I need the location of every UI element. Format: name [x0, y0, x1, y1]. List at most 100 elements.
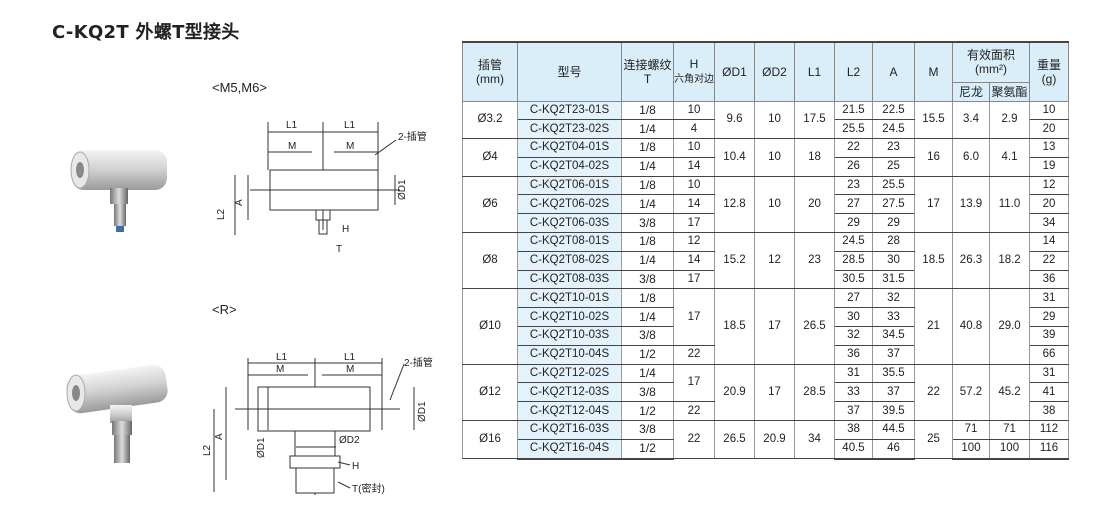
- header-d2: ØD2: [754, 41, 795, 102]
- cell-d2: 10: [754, 138, 795, 177]
- cell-nylon: 3.4: [952, 101, 990, 140]
- cell-m: 22: [914, 364, 953, 422]
- header-h-sub: 六角对边: [674, 73, 714, 85]
- cell-tube: Ø12: [462, 364, 518, 422]
- cell-weight: 20: [1029, 194, 1070, 215]
- cell-tube: Ø16: [462, 420, 518, 460]
- cell-pu: 2.9: [988, 101, 1031, 140]
- m-label: M: [288, 141, 296, 152]
- cell-tube: Ø3.2: [462, 101, 518, 140]
- l1-label: L1: [286, 120, 298, 131]
- header-pu: 聚氨酯: [988, 81, 1031, 102]
- cell-l2: 28.5: [834, 251, 873, 271]
- r-series-label: <R>: [212, 302, 237, 317]
- cell-d1: 12.8: [714, 176, 755, 234]
- header-m: M: [914, 41, 953, 102]
- cell-l1: 20: [794, 176, 835, 234]
- cell-l2: 25.5: [834, 119, 873, 140]
- cell-weight: 38: [1029, 401, 1070, 422]
- cell-a: 22.5: [872, 101, 915, 121]
- cell-d2: 12: [754, 232, 795, 290]
- d1-label: ØD1: [256, 437, 267, 458]
- l1-label: L1: [276, 352, 288, 363]
- cell-weight: 14: [1029, 232, 1070, 252]
- cell-l2: 40.5: [834, 439, 873, 460]
- cell-m: 21: [914, 288, 953, 365]
- cell-a: 34.5: [872, 326, 915, 346]
- header-area-label: 有效面积: [967, 48, 1016, 63]
- product-photo-m: [70, 150, 167, 232]
- cell-thread: 3/8: [621, 213, 674, 234]
- cell-d2: 10: [754, 101, 795, 140]
- cell-thread: 1/4: [621, 119, 674, 140]
- d1-label: ØD1: [417, 401, 428, 422]
- header-weight-unit: (g): [1041, 71, 1057, 86]
- a-label: A: [234, 199, 245, 206]
- cell-l2: 30.5: [834, 270, 873, 290]
- cell-weight: 66: [1029, 345, 1070, 365]
- cell-thread: 1/4: [621, 307, 674, 328]
- cell-a: 44.5: [872, 420, 915, 440]
- m-label: M: [346, 364, 354, 375]
- cell-pu: 4.1: [988, 138, 1031, 177]
- cell-nylon: 6.0: [952, 138, 990, 177]
- d2-label: ØD2: [339, 435, 360, 446]
- m-series-label: <M5,M6>: [212, 80, 267, 95]
- cell-l2: 21.5: [834, 101, 873, 121]
- cell-l2: 27: [834, 288, 873, 309]
- cell-nylon: 100: [952, 439, 990, 460]
- header-model: 型号: [517, 41, 622, 102]
- cell-a: 35.5: [872, 364, 915, 384]
- cell-h: 14: [673, 157, 715, 177]
- cell-model: C-KQ2T10-03S: [517, 326, 622, 346]
- cell-a: 29: [872, 213, 915, 234]
- cell-weight: 34: [1029, 213, 1070, 234]
- l1-label: L1: [344, 352, 356, 363]
- cell-l2: 24.5: [834, 232, 873, 252]
- a-label: A: [214, 433, 225, 440]
- cell-m: 17: [914, 176, 953, 234]
- cell-pu: 11.0: [988, 176, 1031, 234]
- header-area: 有效面积(mm²): [951, 41, 1031, 83]
- cell-m: 25: [914, 420, 953, 460]
- cell-l2: 27: [834, 194, 873, 215]
- cell-weight: 112: [1029, 420, 1070, 440]
- cell-a: 25.5: [872, 176, 915, 196]
- header-l1: L1: [794, 41, 835, 102]
- cell-d2: 20.9: [754, 420, 795, 460]
- cell-weight: 22: [1029, 251, 1070, 271]
- cell-a: 30: [872, 251, 915, 271]
- cell-tube: Ø10: [462, 288, 518, 365]
- cell-pu: 71: [988, 420, 1031, 440]
- cell-tube: Ø4: [462, 138, 518, 177]
- cell-weight: 116: [1029, 439, 1070, 460]
- cell-a: 27.5: [872, 194, 915, 215]
- header-l2: L2: [834, 41, 873, 102]
- cell-model: C-KQ2T08-03S: [517, 270, 622, 290]
- cell-a: 39.5: [872, 401, 915, 422]
- cell-nylon: 13.9: [952, 176, 990, 234]
- header-tube-label: 插管: [477, 57, 502, 72]
- cell-h: 4: [673, 119, 715, 140]
- cell-h: 17: [673, 270, 715, 290]
- cell-thread: 1/2: [621, 439, 674, 460]
- cell-weight: 39: [1029, 326, 1070, 346]
- cell-d1: 20.9: [714, 364, 755, 422]
- cell-h: 14: [673, 194, 715, 215]
- cell-h: 17: [673, 213, 715, 234]
- cell-h: 10: [673, 138, 715, 158]
- cell-thread: 1/4: [621, 194, 674, 215]
- cell-d1: 10.4: [714, 138, 755, 177]
- cell-model: C-KQ2T08-01S: [517, 232, 622, 252]
- header-thread-label: 连接螺纹: [623, 57, 672, 72]
- l2-label: L2: [216, 208, 227, 220]
- cell-model: C-KQ2T04-01S: [517, 138, 622, 158]
